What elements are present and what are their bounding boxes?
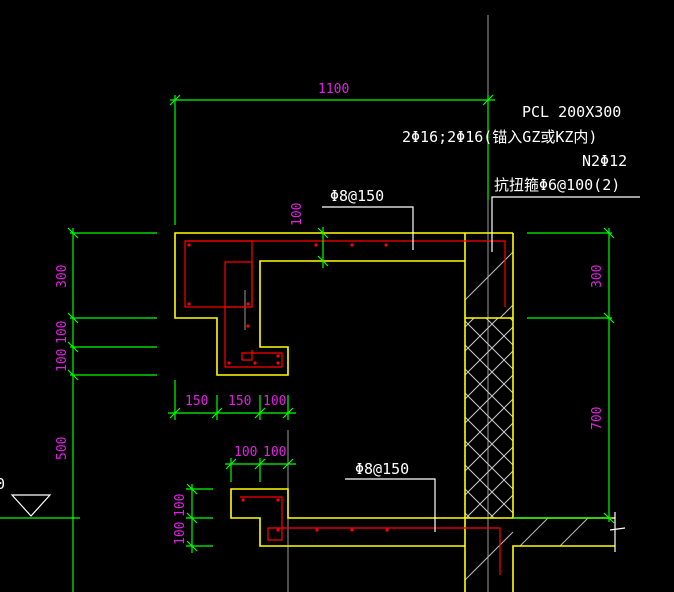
beam-main-bars: 2Φ16;2Φ16(锚入GZ或KZ内)	[402, 128, 597, 146]
level-mark: 0	[0, 475, 5, 493]
dim-bottom: 100	[263, 394, 286, 409]
beam-side-bars: N2Φ12	[582, 152, 627, 170]
dim-left: 100	[55, 349, 70, 372]
dim-lower-top: 100	[234, 445, 257, 460]
beam-title: PCL 200X300	[522, 103, 621, 121]
dim-left: 100	[55, 321, 70, 344]
dim-right: 700	[590, 407, 605, 430]
dim-lower-top: 100	[263, 445, 286, 460]
beam-stirrup: 抗扭箍Φ6@100(2)	[494, 176, 620, 194]
dim-right: 300	[590, 265, 605, 288]
dim-slab-thickness: 100	[290, 203, 305, 226]
slab-bar-upper: Φ8@150	[330, 187, 384, 205]
dim-top-span: 1100	[318, 82, 349, 97]
slab-bar-lower: Φ8@150	[355, 460, 409, 478]
rebar	[184, 240, 506, 575]
rebar-dots	[187, 243, 389, 532]
dim-lower-left: 100	[173, 522, 188, 545]
concrete-outline	[174, 232, 615, 592]
dim-lower-left: 100	[173, 494, 188, 517]
dim-bottom: 150	[185, 394, 208, 409]
dim-left: 300	[55, 265, 70, 288]
dim-left: 500	[55, 437, 70, 460]
dim-bottom: 150	[228, 394, 251, 409]
leader-lines	[10, 196, 640, 552]
dimension-lines	[0, 94, 615, 592]
masonry-wall-hatch	[465, 318, 513, 518]
